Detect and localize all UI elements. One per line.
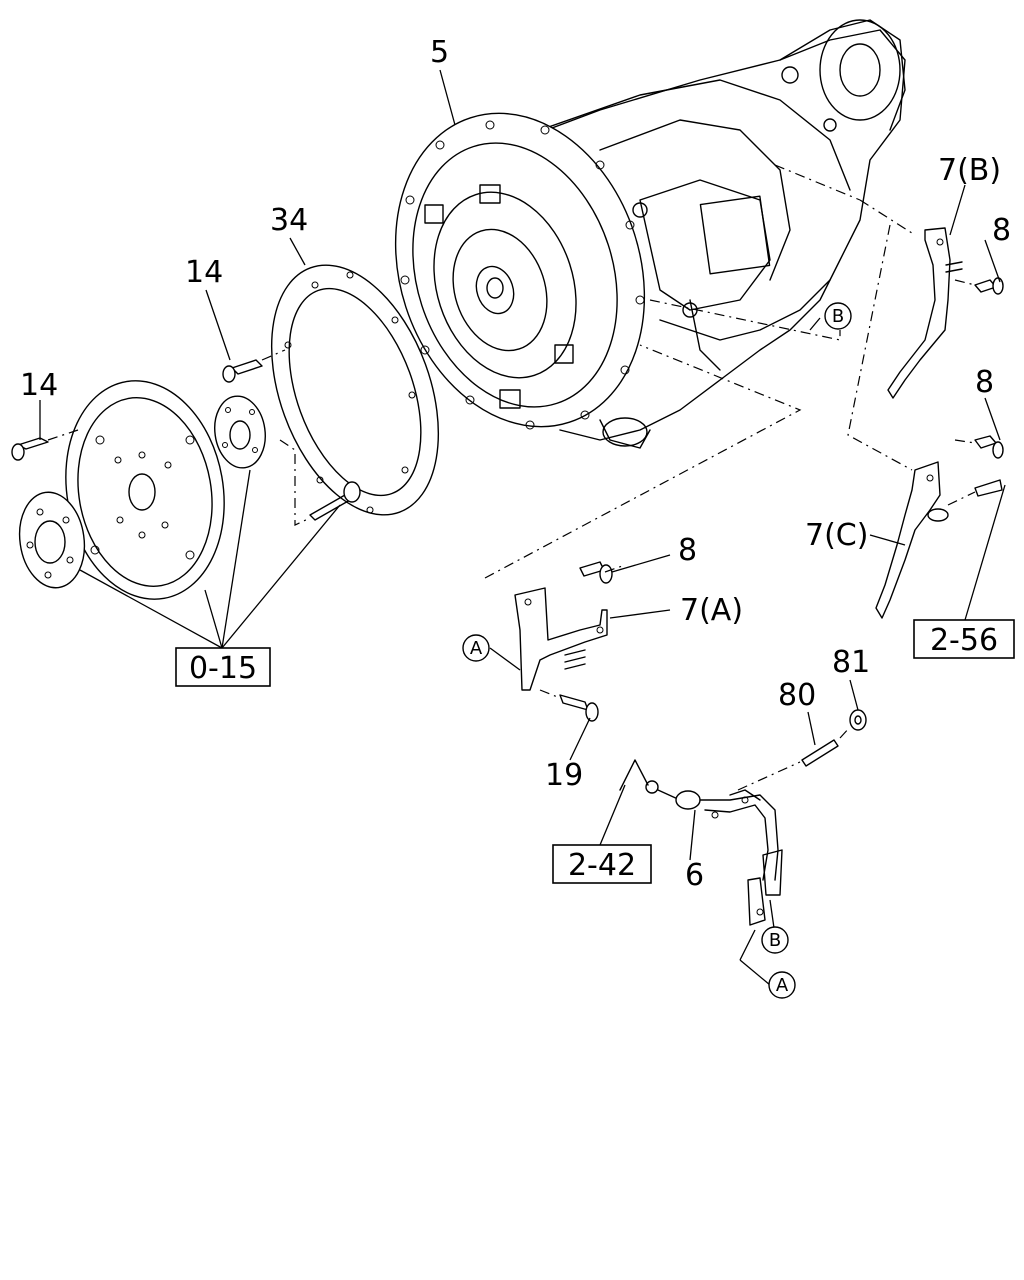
callout-6: 6 xyxy=(685,858,704,893)
reference-boxes: 0-15 2-56 2-42 xyxy=(175,619,1015,884)
callout-80: 80 xyxy=(778,678,816,713)
callout-labels: 5 34 14 14 7(B) 8 8 7(C) 8 7(A) 19 80 81… xyxy=(20,35,1011,893)
svg-text:B: B xyxy=(769,930,781,951)
callout-14-left: 14 xyxy=(20,368,58,403)
ref-2-56-text: 2-56 xyxy=(930,623,998,658)
svg-text:B: B xyxy=(832,306,844,327)
callout-8-mid: 8 xyxy=(975,365,994,400)
bolt-14-mid xyxy=(222,359,263,383)
cable-6 xyxy=(619,759,783,926)
transmission-assembly xyxy=(394,19,906,449)
svg-text:A: A xyxy=(776,975,789,996)
ref-2-42-text: 2-42 xyxy=(568,848,636,883)
flange-bolt-holes xyxy=(400,120,645,430)
callout-7a: 7(A) xyxy=(680,593,743,628)
bracket-7a xyxy=(514,561,613,722)
callout-34: 34 xyxy=(270,203,308,238)
connection-markers: A A B B xyxy=(462,302,852,999)
svg-text:A: A xyxy=(470,638,483,659)
bracket-7c xyxy=(875,435,1004,619)
callout-81: 81 xyxy=(832,645,870,680)
callout-19: 19 xyxy=(545,758,583,793)
callout-8-top: 8 xyxy=(992,213,1011,248)
spacer-plate-large xyxy=(18,491,86,589)
bolt-14-left xyxy=(11,437,49,461)
leader-lines xyxy=(39,69,1006,986)
cover-plate xyxy=(270,264,440,516)
spacer-plate-small xyxy=(214,395,266,469)
converter-bolt xyxy=(309,481,361,521)
callout-7c: 7(C) xyxy=(805,518,868,553)
marker-b-cable xyxy=(761,926,789,954)
marker-a-bracket xyxy=(462,634,490,662)
marker-a-cable xyxy=(768,971,796,999)
callout-5: 5 xyxy=(430,35,449,70)
ref-box-0-15 xyxy=(175,647,271,687)
ref-0-15-text: 0-15 xyxy=(189,651,257,686)
ref-box-2-56 xyxy=(913,619,1015,659)
callout-8-bracket-a: 8 xyxy=(678,533,697,568)
flex-plate xyxy=(65,380,225,600)
nut-81 xyxy=(849,709,867,731)
ref-box-2-42 xyxy=(552,844,652,884)
callout-7b: 7(B) xyxy=(938,153,1001,188)
marker-b-transmission xyxy=(824,302,852,330)
callout-14-mid: 14 xyxy=(185,255,223,290)
stud-80 xyxy=(801,739,839,767)
bracket-7b xyxy=(887,227,1004,399)
